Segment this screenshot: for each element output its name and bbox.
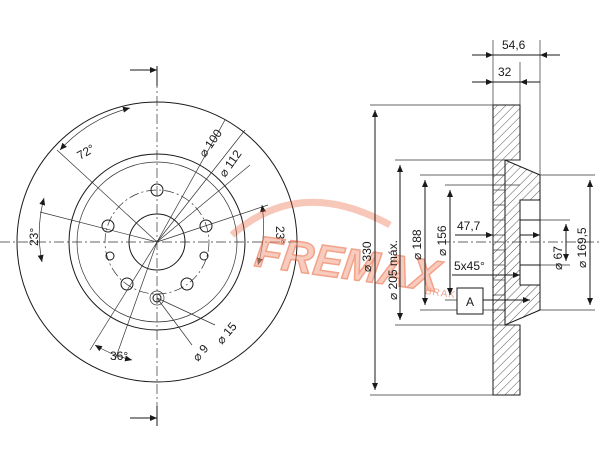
label-diameter-169: ⌀ 169,5: [575, 227, 589, 268]
front-view: 72° 23° 23° 36° ⌀ 100 ⌀ 112 ⌀ 15 ⌀ 9: [0, 66, 300, 426]
small-hole: [105, 251, 115, 261]
label-angle-72: 72°: [75, 141, 98, 162]
label-diameter-outer: ⌀ 330: [360, 241, 374, 272]
label-overall-width: 54,6: [502, 38, 526, 52]
label-pcd-100: ⌀ 100: [196, 126, 225, 159]
small-hole: [199, 251, 209, 261]
label-diameter-156: ⌀ 156: [435, 225, 449, 256]
label-hole-9: ⌀ 9: [190, 341, 212, 363]
bolt-hole: [199, 219, 213, 233]
label-depth: 47,7: [457, 219, 481, 233]
bolt-hole: [101, 219, 115, 233]
bolt-hole: [180, 277, 194, 291]
label-pcd-112: ⌀ 112: [216, 147, 245, 180]
section-label-box: [456, 287, 484, 315]
label-chamfer: 5x45°: [454, 259, 485, 273]
label-diameter-188: ⌀ 188: [410, 229, 424, 260]
logo-arc: [229, 198, 392, 238]
label-diameter-67: ⌀ 67: [551, 246, 565, 270]
label-angle-36: 36°: [110, 349, 128, 363]
label-angle-23-left: 23°: [27, 228, 41, 246]
label-diameter-friction: ⌀ 205 máx.: [386, 240, 400, 300]
section-label: A: [466, 295, 474, 309]
label-hat-width: 32: [498, 65, 512, 79]
section-view: 54,6 32 ⌀ 330 ⌀ 205 máx. ⌀ 188 ⌀ 156 47,…: [360, 38, 600, 396]
label-angle-23-right: 23°: [273, 226, 287, 244]
hub-face: [519, 199, 541, 286]
label-hole-15: ⌀ 15: [214, 319, 240, 347]
